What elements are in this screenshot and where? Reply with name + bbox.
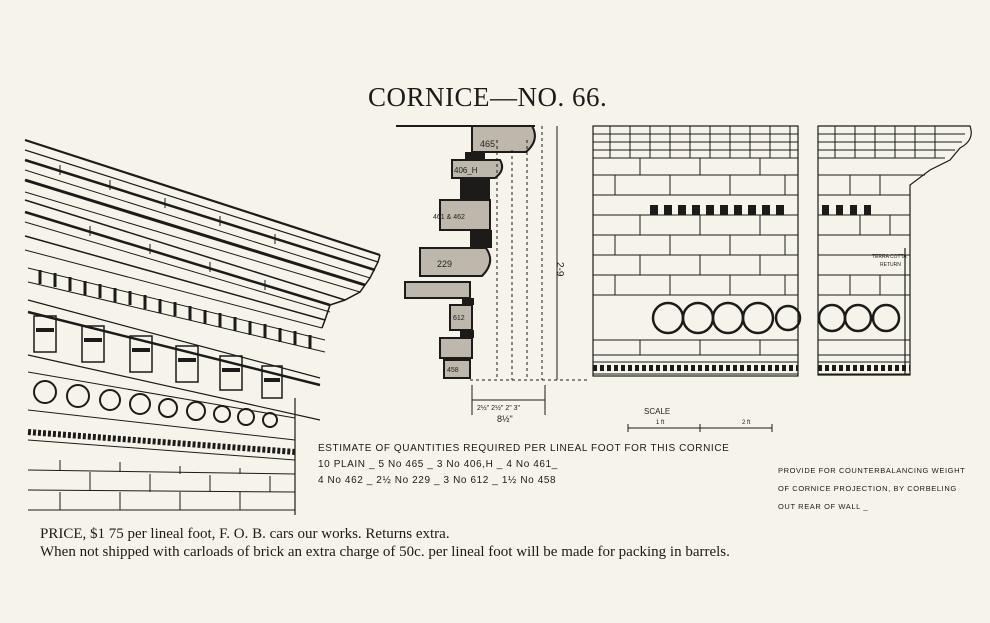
- label-406h: 406_H: [454, 166, 478, 175]
- estimate-line-1: 10 PLAIN _ 5 No 465 _ 3 No 406,H _ 4 No …: [318, 459, 558, 470]
- scale-title: SCALE: [644, 407, 670, 416]
- counterbalance-note: PROVIDE FOR COUNTERBALANCING WEIGHT OF C…: [778, 462, 978, 516]
- estimate-line-2: 4 No 462 _ 2½ No 229 _ 3 No 612 _ 1½ No …: [318, 475, 557, 486]
- label-465: 465: [480, 139, 495, 149]
- estimate-heading: ESTIMATE OF QUANTITIES REQUIRED PER LINE…: [318, 443, 730, 454]
- note-line-1: PROVIDE FOR COUNTERBALANCING WEIGHT: [778, 466, 966, 475]
- estimate-block: ESTIMATE OF QUANTITIES REQUIRED PER LINE…: [318, 441, 788, 489]
- label-458: 458: [447, 367, 459, 374]
- return-label-top: TERRA COTTA: [872, 254, 907, 260]
- label-612: 612: [453, 315, 465, 322]
- perspective-drawing: [24, 138, 381, 515]
- block-406h: [451, 159, 504, 179]
- width-dimension: 8½": [497, 414, 513, 424]
- block-458: [443, 359, 471, 379]
- block-465: [471, 125, 536, 153]
- note-line-2: OF CORNICE PROJECTION, BY CORBELING: [778, 484, 957, 493]
- label-461-462: 461 & 462: [433, 214, 465, 221]
- label-229: 229: [437, 259, 452, 269]
- page-title: CORNICE—NO. 66.: [368, 82, 608, 112]
- plain-brick-2: [439, 337, 473, 359]
- block-229: [419, 247, 492, 277]
- scale-one-ft: 1 ft: [656, 420, 665, 426]
- sub-dimensions: 2½" 2½" 2" 3": [477, 404, 521, 412]
- scale-bar: SCALE 1 ft 2 ft: [627, 407, 773, 432]
- plain-brick: [404, 281, 471, 299]
- price-line-2: When not shipped with carloads of brick …: [40, 544, 730, 560]
- price-block: PRICE, $1 75 per lineal foot, F. O. B. c…: [40, 525, 980, 561]
- height-dimension: 2-9: [554, 262, 565, 277]
- section-profile: 465 406_H 461 & 462 229 612 458 2-9 2½" …: [396, 125, 590, 424]
- return-label-bottom: RETURN: [880, 262, 901, 268]
- return-elevation: TERRA COTTA RETURN: [817, 125, 972, 376]
- note-line-3: OUT REAR OF WALL _: [778, 502, 869, 511]
- front-elevation: [592, 125, 802, 377]
- scale-two-ft: 2 ft: [742, 420, 751, 426]
- price-line-1: PRICE, $1 75 per lineal foot, F. O. B. c…: [40, 526, 450, 542]
